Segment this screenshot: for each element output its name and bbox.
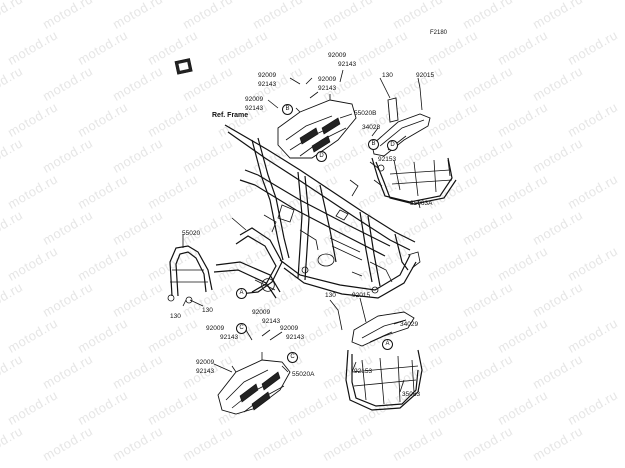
part-label-92143: 92143 (196, 368, 215, 375)
part-label-92153: 92153 (378, 156, 397, 163)
part-label-92143: 92143 (318, 85, 337, 92)
part-label-92143: 92143 (286, 334, 305, 341)
footrest-34029 (337, 305, 423, 411)
main-frame (213, 124, 421, 299)
guard-55020b (277, 94, 357, 159)
part-label-34028: 34028 (362, 124, 381, 131)
part-label-92009: 92009 (196, 359, 215, 366)
callout-a: A (236, 288, 247, 299)
callout-c: C (287, 352, 298, 363)
part-label-92153: 92153 (354, 368, 373, 375)
part-label-55020a: 55020A (292, 371, 315, 378)
footrest-34028 (371, 87, 457, 205)
part-label-92143: 92143 (338, 61, 357, 68)
callout-d: D (387, 140, 398, 151)
manual-icon (174, 58, 193, 75)
part-label-92009: 92009 (258, 72, 277, 79)
part-label-92009: 92009 (206, 325, 225, 332)
ref-frame-label: Ref. Frame (212, 112, 249, 119)
part-label-92143: 92143 (220, 334, 239, 341)
part-label-92015: 92015 (352, 292, 371, 299)
part-label-130: 130 (170, 313, 181, 320)
part-label-35063: 35063 (402, 391, 421, 398)
callout-a: A (382, 339, 393, 350)
part-label-35063a: 35063A (410, 200, 433, 207)
part-label-130: 130 (382, 72, 393, 79)
part-label-92009: 92009 (318, 76, 337, 83)
part-label-130: 130 (325, 292, 336, 299)
callout-d: D (316, 151, 327, 162)
bar-55020 (167, 245, 213, 304)
figure-code: F2180 (430, 30, 448, 36)
part-label-55020: 55020 (182, 230, 201, 237)
part-label-130: 130 (202, 307, 213, 314)
part-label-92143: 92143 (245, 105, 264, 112)
part-label-92009: 92009 (245, 96, 264, 103)
part-label-92009: 92009 (252, 309, 271, 316)
part-label-92143: 92143 (258, 81, 277, 88)
guard-55020a (217, 352, 291, 415)
callout-b: B (282, 104, 293, 115)
leader-lines (182, 69, 421, 393)
part-label-92143: 92143 (262, 318, 281, 325)
part-label-34029: 34029 (400, 321, 419, 328)
part-label-92015: 92015 (416, 72, 435, 79)
callout-b: B (368, 139, 379, 150)
part-label-92009: 92009 (280, 325, 299, 332)
callout-c: C (236, 323, 247, 334)
part-label-55020b: 55020B (354, 110, 377, 117)
part-label-92009: 92009 (328, 52, 347, 59)
